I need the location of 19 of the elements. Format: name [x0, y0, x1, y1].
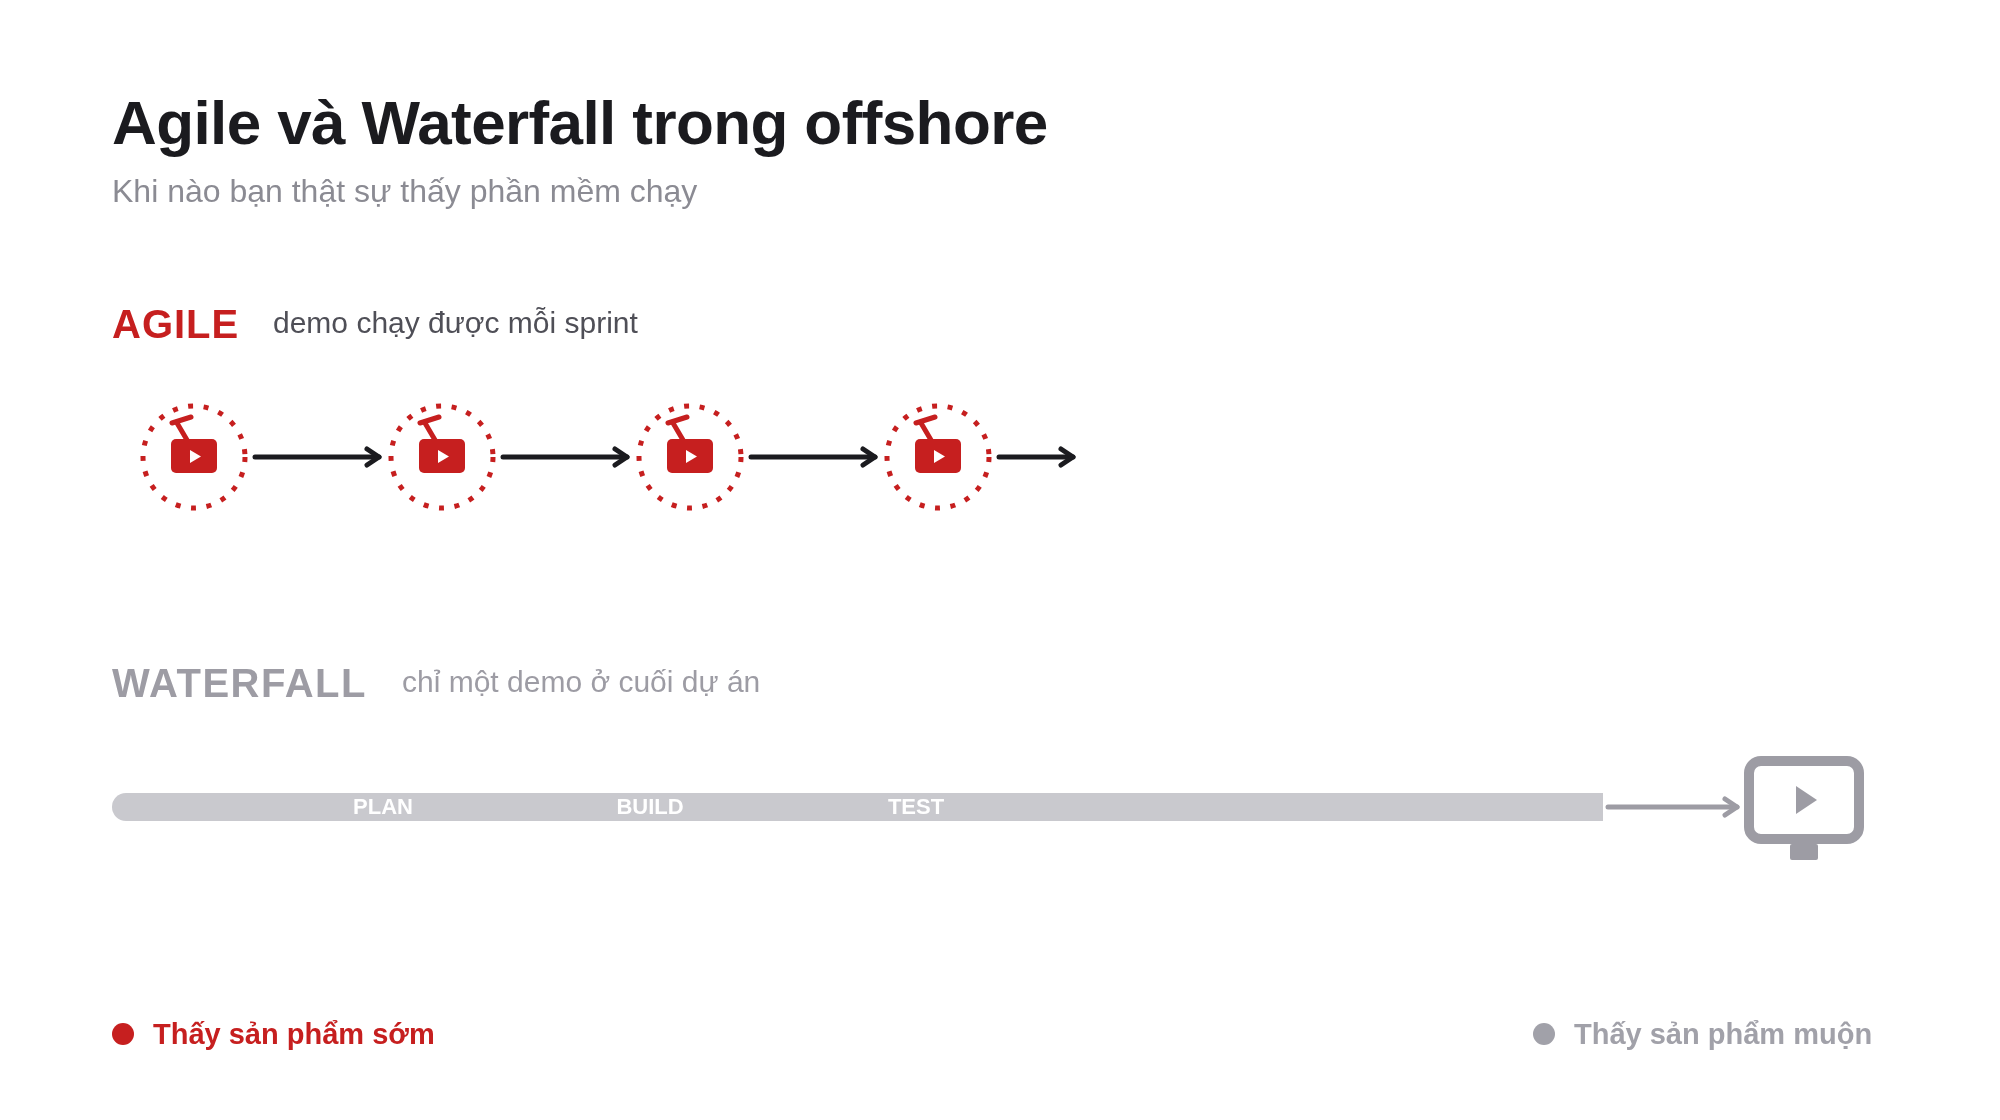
stopwatch-play-icon	[634, 401, 746, 513]
arrow	[996, 446, 1076, 468]
arrow	[252, 446, 382, 468]
arrow	[500, 446, 630, 468]
section-heading: WATERFALL	[112, 659, 367, 706]
section-description: demo chạy được mỗi sprint	[273, 306, 638, 341]
subtitle: Khi nào bạn thật sự thấy phần mềm chạy	[112, 173, 698, 210]
stopwatch-play-icon	[386, 401, 498, 513]
timeline-bar	[112, 793, 1603, 821]
section-heading: AGILE	[112, 300, 240, 347]
legend-label: Thấy sản phẩm sớm	[153, 1017, 435, 1052]
stopwatch-play-icon	[138, 401, 250, 513]
arrow	[1605, 796, 1740, 818]
legend-label: Thấy sản phẩm muộn	[1574, 1017, 1873, 1052]
arrow	[748, 446, 878, 468]
stopwatch-play-icon	[882, 401, 994, 513]
section-description: chỉ một demo ở cuối dự án	[402, 665, 761, 700]
diagram-title: Agile và Waterfall trong offshore	[112, 87, 1048, 159]
monitor-play-icon	[1744, 756, 1864, 860]
